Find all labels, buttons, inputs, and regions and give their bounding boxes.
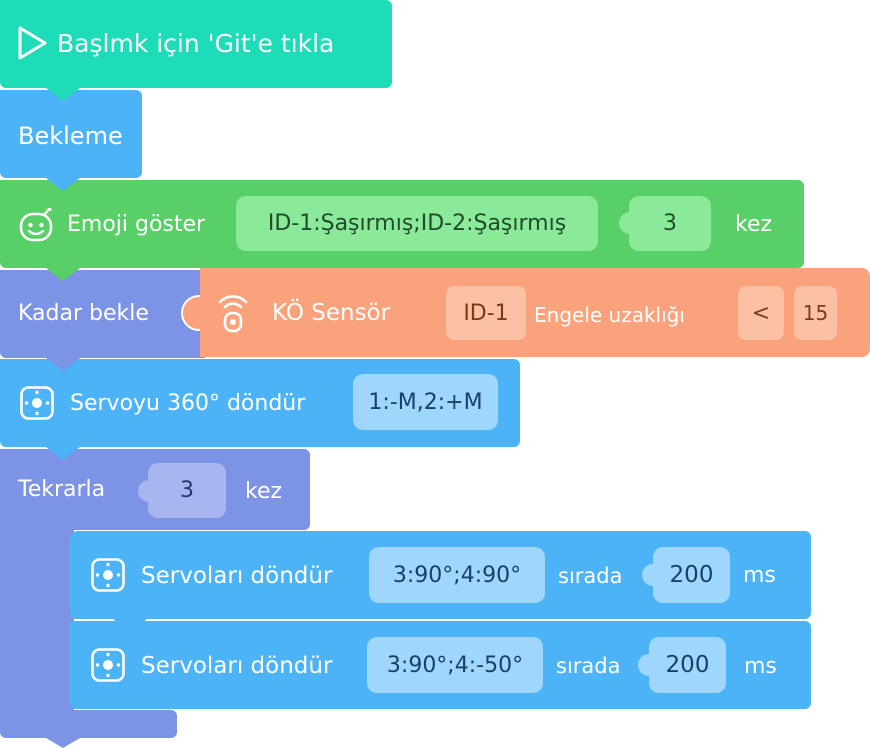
servo-rotate-block-1-notch xyxy=(113,619,147,632)
ir-sensor-metric: Engele uzaklığı xyxy=(534,303,685,327)
servo-rotate-block-2-label: Servoları döndür xyxy=(141,653,333,679)
servo-rotate-block-2-middle: sırada xyxy=(556,654,621,678)
repeat-suffix: kez xyxy=(245,479,283,504)
wait-block-label: Bekleme xyxy=(18,122,123,150)
ir-sensor-block-nub-cover xyxy=(200,292,222,334)
emoji-block-notch xyxy=(46,268,80,281)
servo-rotate-block-1-middle: sırada xyxy=(558,564,623,588)
ir-sensor-value-field[interactable]: 15 xyxy=(794,286,837,340)
start-block-label: Başlmk için 'Git'e tıkla xyxy=(57,29,335,58)
servo360-block-label: Servoyu 360° döndür xyxy=(70,391,306,416)
start-block-notch xyxy=(46,88,80,101)
repeat-block-arm xyxy=(0,520,74,720)
ir-sensor-operator-dropdown[interactable]: < xyxy=(738,286,784,340)
servo-rotate-block-1-ms-field[interactable]: 200 xyxy=(653,547,730,603)
servo-rotate-block-1-label: Servoları döndür xyxy=(141,563,333,589)
emoji-count-field-socket xyxy=(619,212,641,234)
start-block[interactable] xyxy=(0,0,392,88)
servo-rotate-block-1-unit: ms xyxy=(743,563,776,588)
servo-icon xyxy=(20,386,54,420)
ir-sensor-icon xyxy=(218,295,248,333)
wait-until-block[interactable] xyxy=(0,270,205,358)
emoji-value-field[interactable]: ID-1:Şaşırmış;ID-2:Şaşırmış xyxy=(236,196,598,251)
servo-rotate-block-2-ms-socket xyxy=(638,654,660,676)
repeat-block-label: Tekrarla xyxy=(18,477,106,502)
wait-until-block-label: Kadar bekle xyxy=(18,301,149,326)
servo-rotate-block-2-angles-field[interactable]: 3:90°;4:-50° xyxy=(367,637,543,693)
repeat-count-field-socket xyxy=(138,480,160,502)
servo-rotate-block-1-ms-socket xyxy=(642,564,664,586)
play-icon xyxy=(18,26,47,60)
emoji-suffix: kez xyxy=(735,212,773,237)
wait-block[interactable] xyxy=(0,90,142,178)
ir-sensor-label: KÖ Sensör xyxy=(272,300,391,326)
wait-block-notch xyxy=(46,178,80,191)
repeat-block-notch xyxy=(46,738,80,748)
emoji-count-field[interactable]: 3 xyxy=(629,196,711,251)
servo-rotate-block-2-unit: ms xyxy=(744,654,777,679)
repeat-count-field[interactable]: 3 xyxy=(148,463,226,518)
wait-until-block-notch xyxy=(46,358,80,371)
servo360-block-notch xyxy=(46,447,80,460)
emoji-block-label: Emoji göster xyxy=(67,212,206,237)
servo-icon xyxy=(91,558,125,592)
ir-sensor-id-field[interactable]: ID-1 xyxy=(446,286,526,340)
servo-rotate-block-2-ms-field[interactable]: 200 xyxy=(649,637,726,693)
repeat-block-foot xyxy=(0,710,177,738)
servo-rotate-block-1-angles-field[interactable]: 3:90°;4:90° xyxy=(369,547,545,603)
smiley-icon xyxy=(19,208,53,242)
servo360-value-field[interactable]: 1:-M,2:+M xyxy=(353,374,498,430)
servo-icon xyxy=(91,648,125,682)
